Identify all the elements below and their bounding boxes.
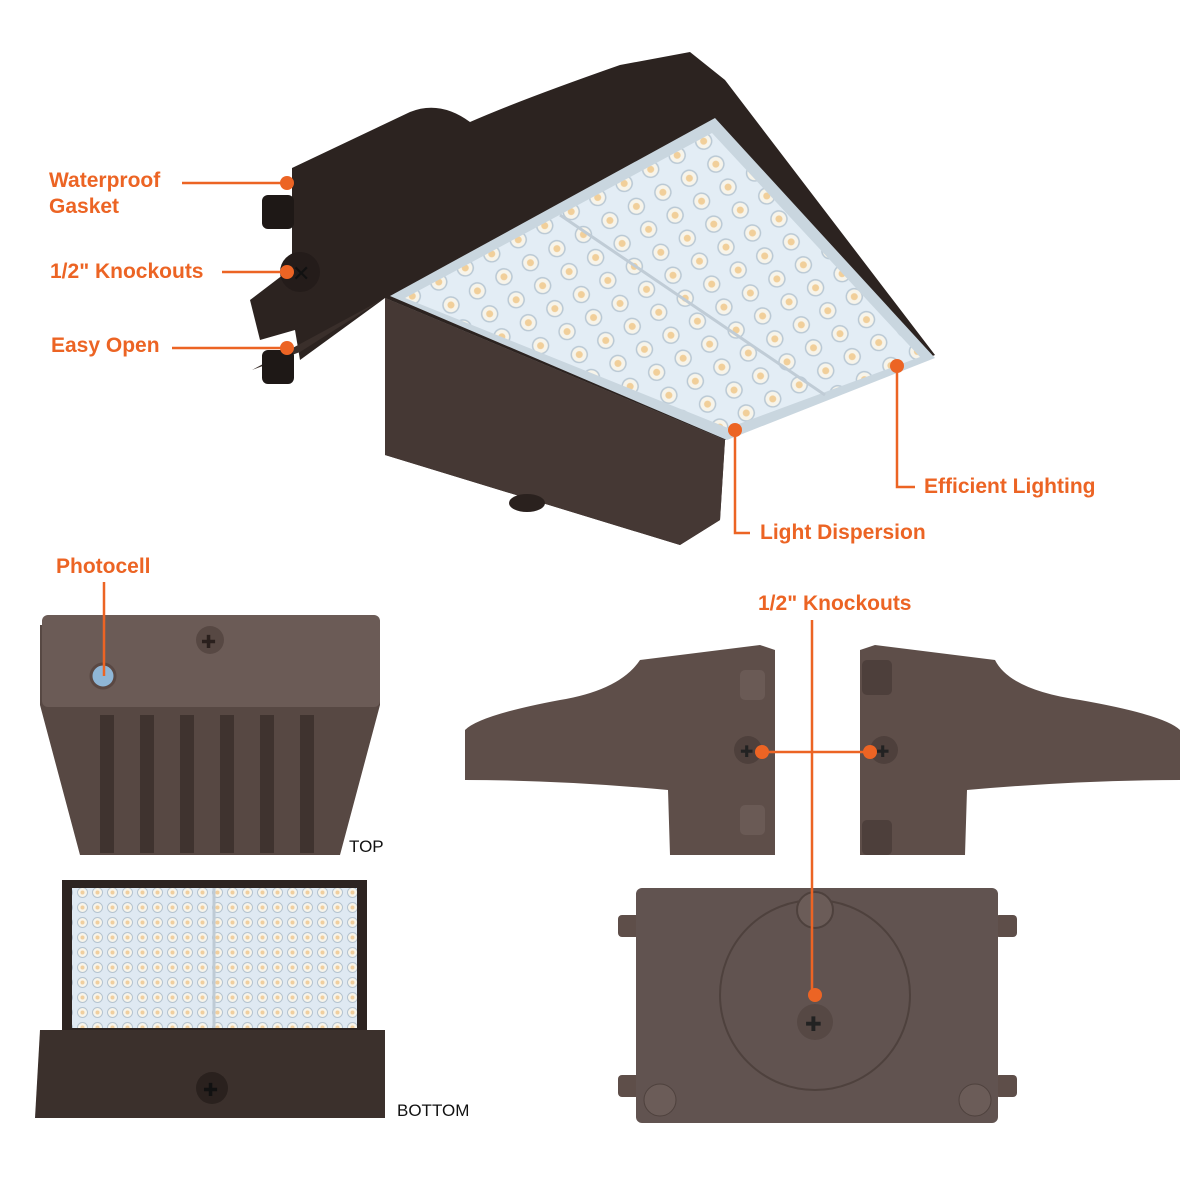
label-knockouts-side: 1/2" Knockouts: [50, 260, 204, 283]
svg-text:✚: ✚: [201, 632, 216, 652]
easy-open-latch: [262, 350, 294, 384]
bottom-view-fixture: ✚: [35, 880, 385, 1118]
top-view-fixture: ✚: [40, 615, 380, 855]
label-efficient-lighting: Efficient Lighting: [924, 475, 1096, 498]
label-photocell: Photocell: [56, 555, 151, 578]
label-light-dispersion: Light Dispersion: [760, 521, 926, 544]
label-line: Gasket: [49, 195, 120, 218]
mounting-brackets: ✚ ✚: [465, 645, 1180, 855]
label-easy-open: Easy Open: [51, 334, 160, 357]
caption-bottom: BOTTOM: [397, 1101, 470, 1120]
svg-text:✚: ✚: [203, 1080, 218, 1100]
caption-top: TOP: [349, 837, 384, 856]
gasket-screw: [262, 195, 294, 229]
label-waterproof-gasket: Waterproof Gasket: [49, 168, 160, 220]
svg-text:✕: ✕: [292, 262, 310, 287]
svg-text:✚: ✚: [876, 744, 889, 761]
main-fixture: ✕: [250, 52, 935, 545]
svg-text:✚: ✚: [805, 1014, 822, 1036]
label-line: Waterproof: [49, 169, 161, 192]
svg-text:✚: ✚: [740, 744, 753, 761]
back-plate: ✚: [618, 888, 1017, 1123]
callout-lines: [102, 181, 915, 995]
callout-dots: [280, 176, 904, 1002]
label-knockouts-back: 1/2" Knockouts: [758, 592, 912, 615]
